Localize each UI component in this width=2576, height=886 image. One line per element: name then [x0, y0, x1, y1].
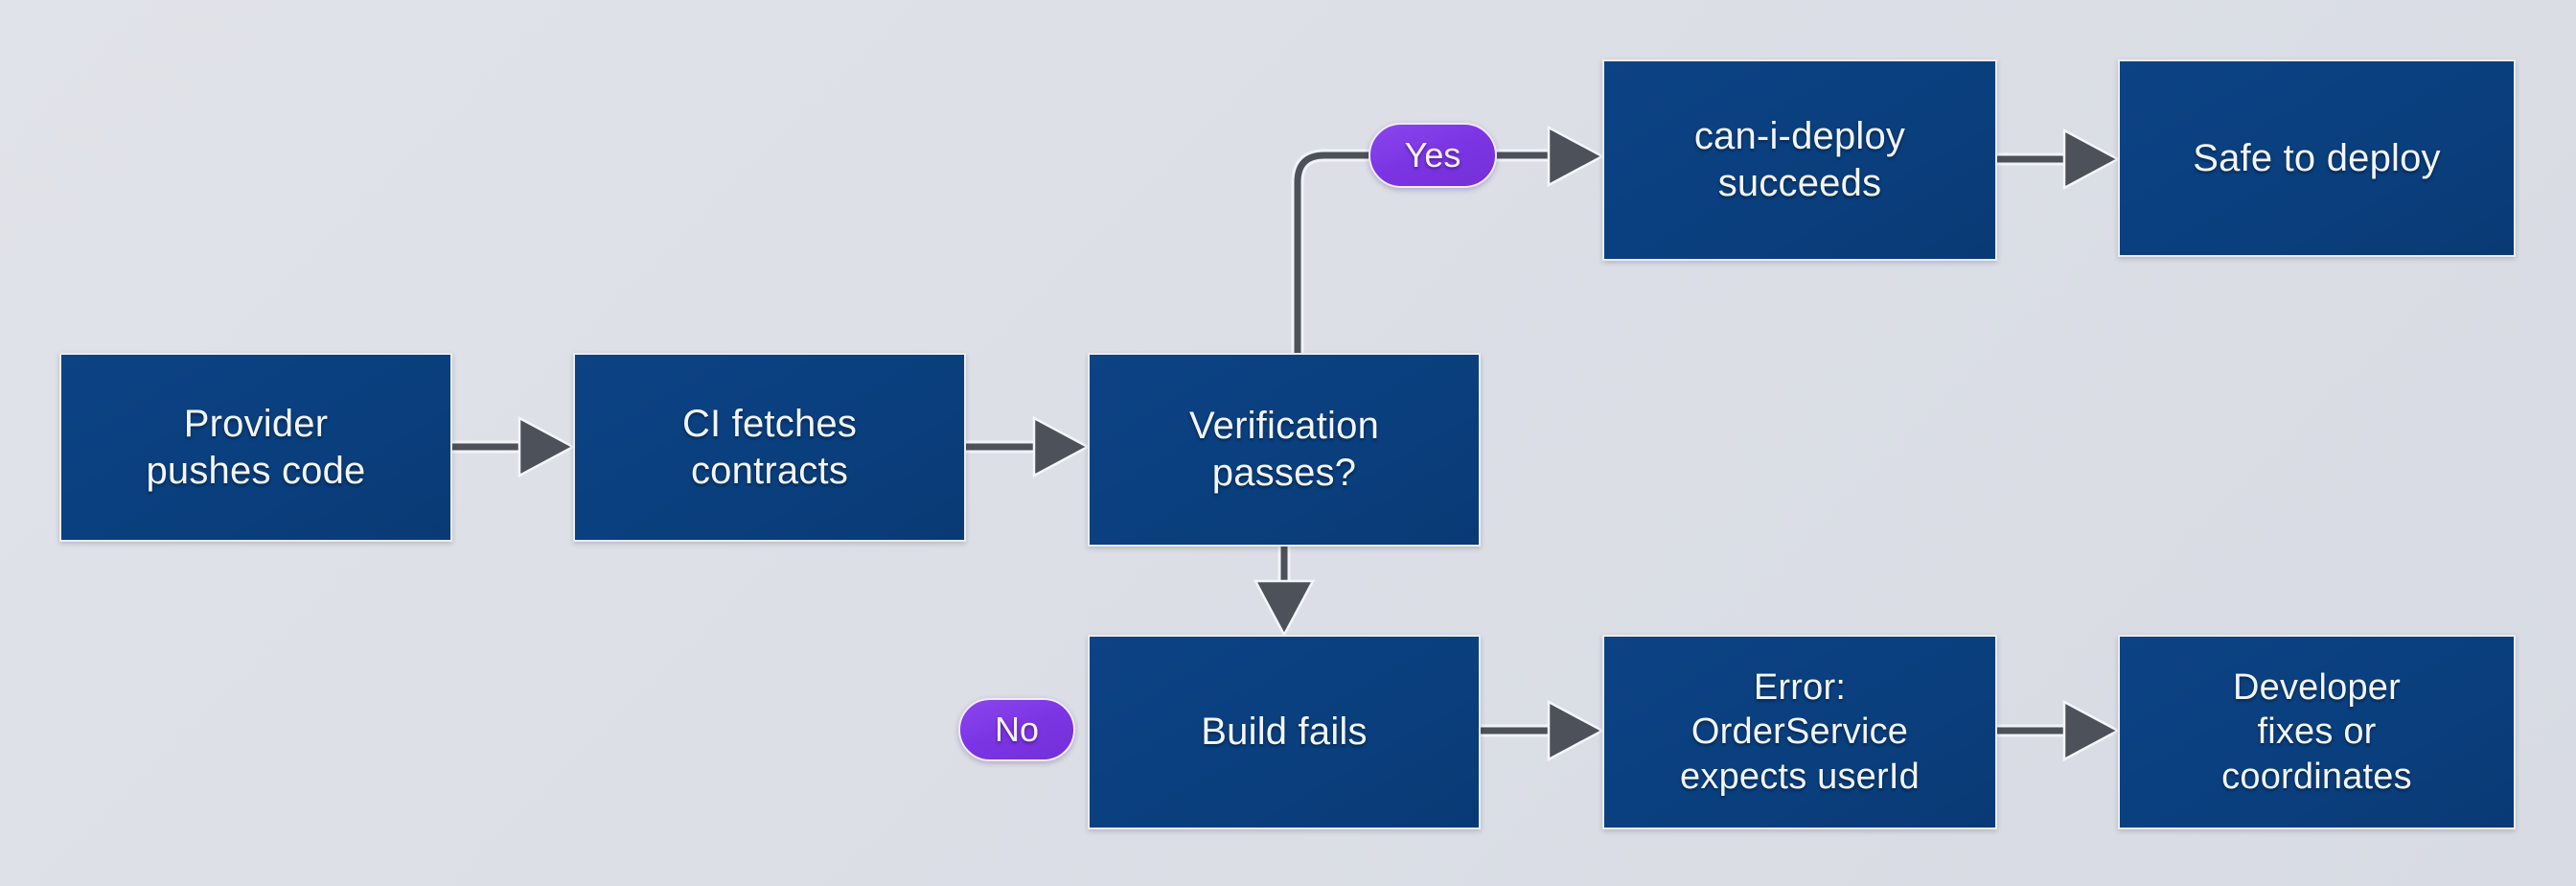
edge-verify-to-buildfails [1253, 547, 1316, 638]
node-safe-to-deploy[interactable]: Safe to deploy [2118, 59, 2516, 257]
node-label: Error: OrderService expects userId [1680, 666, 1920, 797]
node-build-fails[interactable]: Build fails [1088, 635, 1481, 829]
edge-canideploy-to-safe [1997, 128, 2121, 191]
node-label: Verification passes? [1188, 405, 1380, 494]
node-developer-fixes-or-coordinates[interactable]: Developer fixes or coordinates [2118, 635, 2516, 829]
node-can-i-deploy-succeeds[interactable]: can-i-deploy succeeds [1602, 59, 1997, 261]
edge-label-yes[interactable]: Yes [1368, 123, 1497, 188]
node-label: can-i-deploy succeeds [1693, 115, 1906, 204]
edge-buildfails-to-error [1481, 699, 1605, 762]
edge-label-text: Yes [1404, 135, 1461, 175]
node-label: CI fetches contracts [681, 402, 858, 492]
edge-error-to-developer [1997, 699, 2121, 762]
node-label: Build fails [1201, 711, 1368, 754]
node-ci-fetches-contracts[interactable]: CI fetches contracts [573, 353, 966, 542]
node-label: Safe to deploy [2193, 136, 2441, 179]
edge-label-text: No [994, 710, 1040, 749]
node-provider-pushes-code[interactable]: Provider pushes code [59, 353, 452, 542]
node-error-orderservice-expects-userid[interactable]: Error: OrderService expects userId [1602, 635, 1997, 829]
node-label: Developer fixes or coordinates [2221, 666, 2412, 797]
edge-provider-to-ci [452, 415, 576, 478]
node-label: Provider pushes code [146, 402, 366, 492]
edge-label-no[interactable]: No [958, 698, 1075, 761]
edge-ci-to-verify [966, 415, 1091, 478]
node-verification-passes[interactable]: Verification passes? [1088, 353, 1481, 547]
